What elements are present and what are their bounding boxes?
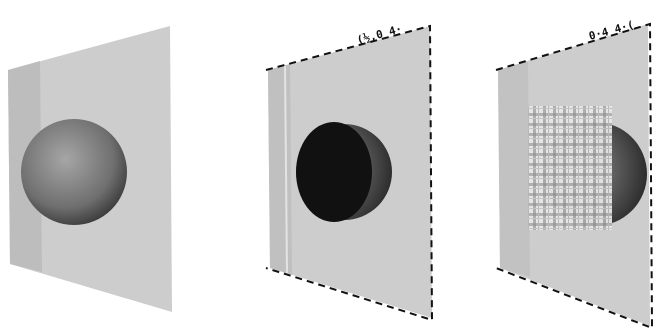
checker-overlay (528, 106, 612, 230)
sphere-2-dark (296, 122, 372, 222)
sphere-1 (21, 119, 127, 225)
panel-plain (8, 26, 172, 312)
panel-dark-sphere: (½,0 4· (266, 22, 432, 320)
plane-2-edge-strip (268, 64, 292, 275)
plane-3-edge-strip (498, 61, 530, 277)
panel-checker-sphere: 0·4 4·( (496, 18, 652, 328)
